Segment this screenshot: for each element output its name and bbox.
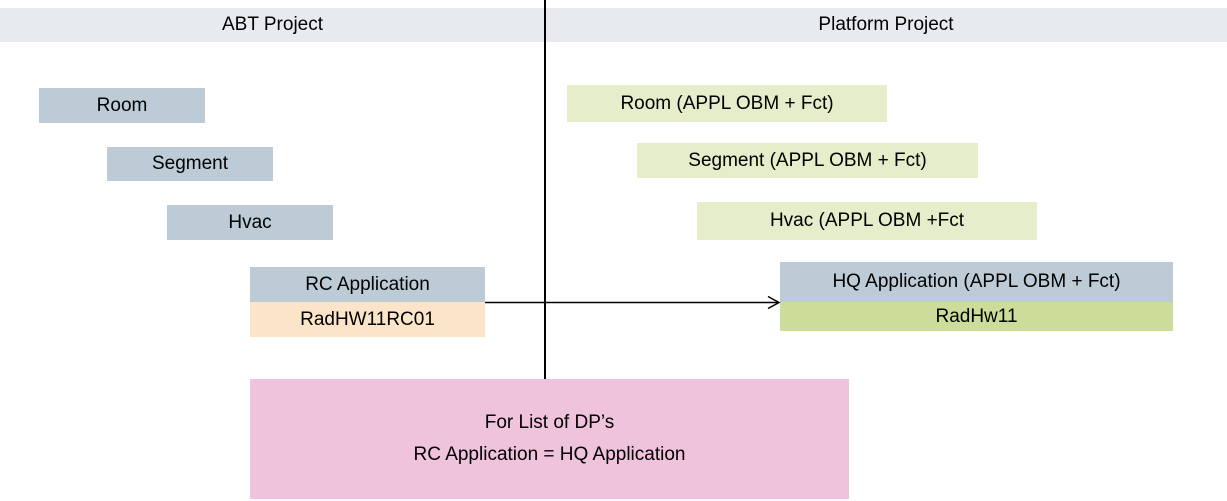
dp-list-note-box: For List of DP’s RC Application = HQ App… [250, 379, 849, 499]
abt-rc-application-box: RC Application [250, 267, 485, 302]
column-divider-line [544, 0, 546, 379]
note-line-1: For List of DP’s [484, 412, 615, 433]
abt-room-box: Room [39, 88, 205, 123]
header-band [0, 8, 1227, 42]
platform-segment-box: Segment (APPL OBM + Fct) [637, 143, 978, 178]
platform-room-box: Room (APPL OBM + Fct) [567, 85, 887, 122]
abt-segment-box: Segment [107, 147, 273, 181]
platform-hvac-box: Hvac (APPL OBM +Fct [697, 202, 1037, 240]
abt-rc-instance-box: RadHW11RC01 [250, 302, 485, 337]
platform-hq-application-box: HQ Application (APPL OBM + Fct) [780, 262, 1173, 302]
abt-hvac-box: Hvac [167, 205, 333, 240]
platform-hq-instance-box: RadHw11 [780, 302, 1173, 331]
note-line-2: RC Application = HQ Application [413, 444, 686, 465]
abt-project-title: ABT Project [221, 14, 324, 35]
platform-project-title: Platform Project [818, 14, 954, 35]
rc-to-hq-arrow-icon [485, 295, 781, 310]
